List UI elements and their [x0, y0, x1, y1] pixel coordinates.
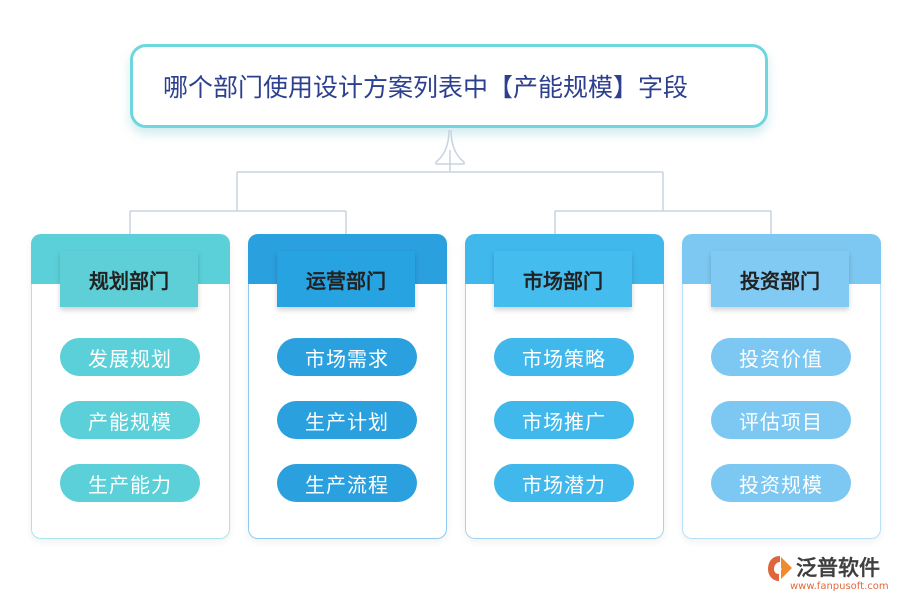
item-pill: 投资价值 — [711, 338, 851, 376]
department-panel-marketing: 市场部门 市场策略 市场推广 市场潜力 — [465, 234, 664, 539]
item-pill: 生产计划 — [277, 401, 417, 439]
item-pill: 发展规划 — [60, 338, 200, 376]
department-panel-investment: 投资部门 投资价值 评估项目 投资规模 — [682, 234, 881, 539]
department-name: 规划部门 — [60, 251, 198, 307]
item-pill: 投资规模 — [711, 464, 851, 502]
department-name: 投资部门 — [711, 251, 849, 307]
diagram-title: 哪个部门使用设计方案列表中【产能规模】字段 — [163, 73, 689, 102]
item-pill: 市场策略 — [494, 338, 634, 376]
item-pill: 市场需求 — [277, 338, 417, 376]
item-pill: 评估项目 — [711, 401, 851, 439]
department-name: 市场部门 — [494, 251, 632, 307]
brand-logo: 泛普软件 www.fanpusoft.com — [766, 552, 894, 596]
department-name: 运营部门 — [277, 251, 415, 307]
item-pill: 产能规模 — [60, 401, 200, 439]
department-panel-operations: 运营部门 市场需求 生产计划 生产流程 — [248, 234, 447, 539]
item-pill: 生产能力 — [60, 464, 200, 502]
department-panel-planning: 规划部门 发展规划 产能规模 生产能力 — [31, 234, 230, 539]
logo-url: www.fanpusoft.com — [790, 581, 889, 592]
item-pill: 生产流程 — [277, 464, 417, 502]
title-box: 哪个部门使用设计方案列表中【产能规模】字段 — [130, 44, 768, 128]
logo-name: 泛普软件 — [796, 556, 880, 580]
item-pill: 市场潜力 — [494, 464, 634, 502]
item-pill: 市场推广 — [494, 401, 634, 439]
fanpu-logo-icon — [768, 556, 792, 581]
